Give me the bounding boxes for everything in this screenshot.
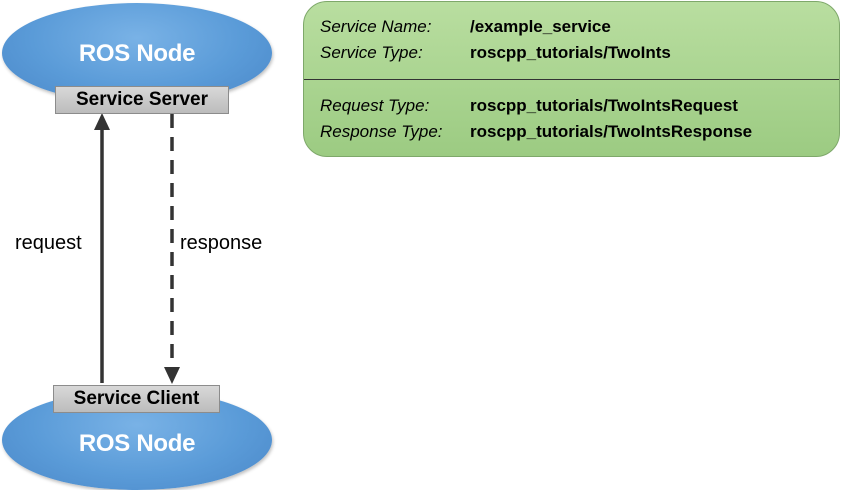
service-name-row: Service Name: /example_service xyxy=(320,17,611,37)
response-type-row: Response Type: roscpp_tutorials/TwoIntsRe… xyxy=(320,122,752,142)
service-type-key: Service Type: xyxy=(320,43,423,62)
info-divider xyxy=(304,79,839,80)
response-label: response xyxy=(180,232,263,254)
request-type-value: roscpp_tutorials/TwoIntsRequest xyxy=(470,96,738,115)
request-type-key: Request Type: xyxy=(320,96,430,115)
service-client-box: Service Client xyxy=(53,385,220,413)
client-node-title: ROS Node xyxy=(78,430,196,457)
request-arrow xyxy=(94,113,110,383)
client-ros-node: ROS Node xyxy=(2,390,272,490)
request-arrowhead xyxy=(94,113,110,130)
response-arrow xyxy=(164,114,180,384)
service-info-panel: Service Name: /example_service Service Ty… xyxy=(303,1,840,157)
response-type-key: Response Type: xyxy=(320,122,443,141)
response-type-value: roscpp_tutorials/TwoIntsResponse xyxy=(470,122,753,141)
server-node-title: ROS Node xyxy=(78,40,196,67)
service-server-box: Service Server xyxy=(55,86,229,114)
service-type-value: roscpp_tutorials/TwoInts xyxy=(470,43,671,62)
service-name-key: Service Name: xyxy=(320,17,432,36)
request-label: request xyxy=(15,232,82,254)
response-arrowhead xyxy=(164,367,180,384)
request-type-row: Request Type: roscpp_tutorials/TwoIntsReq… xyxy=(320,96,738,116)
service-name-value: /example_service xyxy=(470,17,611,36)
service-type-row: Service Type: roscpp_tutorials/TwoInts xyxy=(320,43,671,63)
